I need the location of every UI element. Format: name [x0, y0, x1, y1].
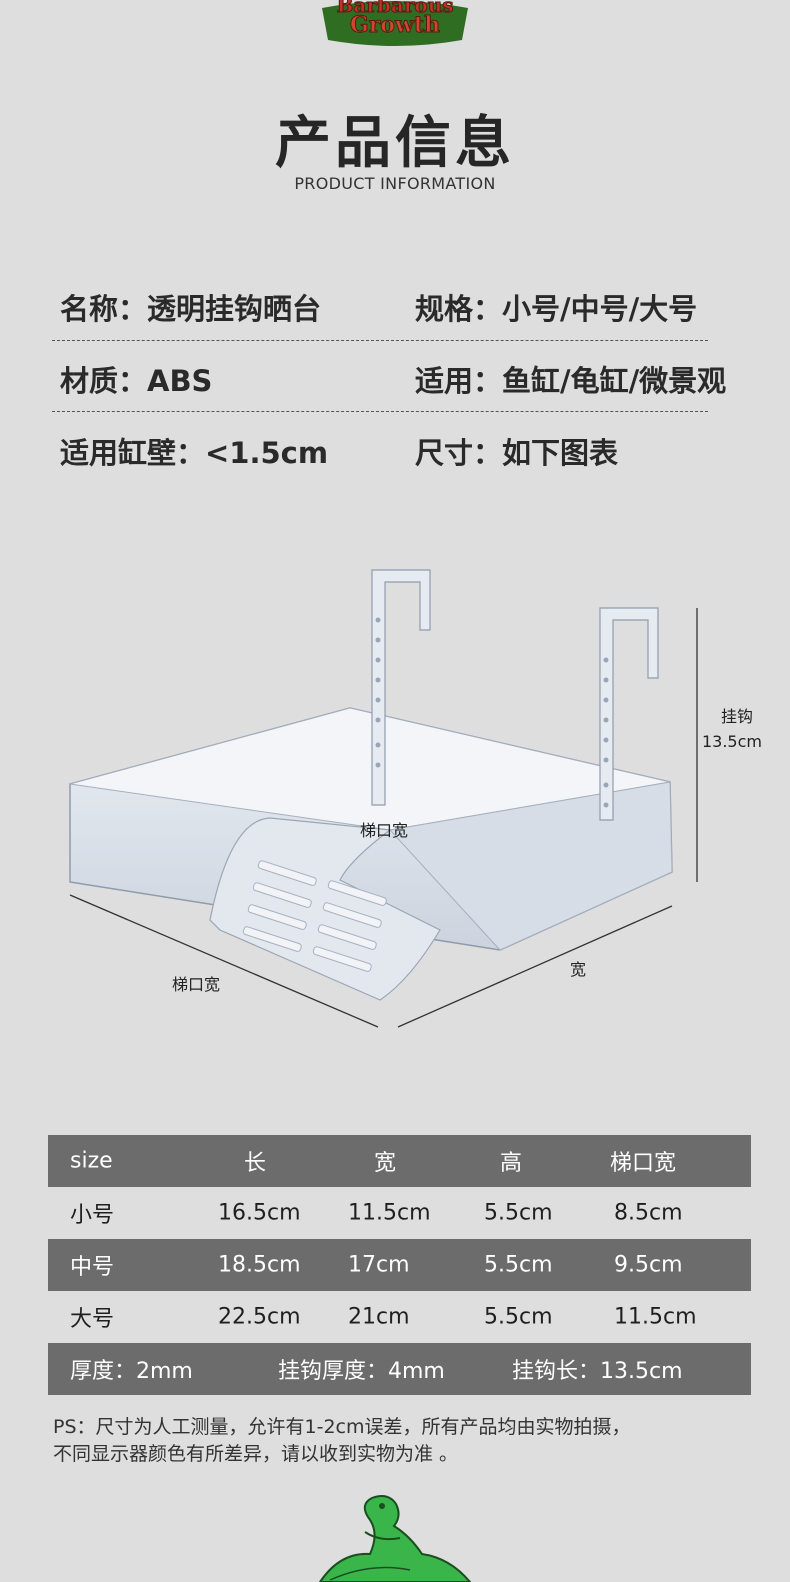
- table-header-cell: 梯口宽: [610, 1151, 677, 1176]
- info-wall: 适用缸壁：<1.5cm: [60, 436, 329, 470]
- brand-line1: Barbarous: [336, 0, 453, 17]
- info-name: 名称：透明挂钩晒台: [60, 292, 322, 326]
- thickness-cell: 厚度：2mm: [70, 1359, 193, 1384]
- note-line-1: PS：尺寸为人工测量，允许有1-2cm误差，所有产品均由实物拍摄，: [53, 1416, 631, 1438]
- table-row: 大号 22.5cm 21cm 5.5cm 11.5cm: [48, 1291, 751, 1343]
- hook-length-cell: 挂钩长：13.5cm: [512, 1359, 683, 1384]
- width-label: 宽: [570, 960, 586, 979]
- table-cell: 21cm: [348, 1304, 410, 1330]
- ladder-width-inner-label: 梯口宽: [360, 821, 408, 840]
- product-diagram: 挂钩 13.5cm 梯口宽 梯口宽 宽: [69, 569, 762, 1028]
- table-cell: 16.5cm: [218, 1200, 301, 1226]
- table-cell: 9.5cm: [614, 1252, 683, 1278]
- info-row-1: 名称：透明挂钩晒台 规格：小号/中号/大号: [60, 286, 760, 326]
- table-cell: 8.5cm: [614, 1200, 683, 1226]
- divider: [52, 340, 708, 341]
- table-header-cell: 长: [244, 1151, 267, 1176]
- brand-logo-top: Barbarous Growth: [312, 0, 478, 46]
- table-cell: 11.5cm: [348, 1200, 431, 1226]
- page-title: 产品信息: [275, 111, 515, 176]
- hook-left: [371, 569, 431, 806]
- table-cell: 17cm: [348, 1252, 410, 1278]
- table-header-cell: 宽: [374, 1151, 397, 1176]
- hook-length-value: 13.5cm: [702, 732, 762, 751]
- table-cell: 小号: [70, 1203, 115, 1228]
- table-cell: 11.5cm: [614, 1304, 697, 1330]
- size-table: size 长 宽 高 梯口宽 小号 16.5cm 11.5cm 5.5cm 8.…: [48, 1135, 751, 1395]
- table-row: 小号 16.5cm 11.5cm 5.5cm 8.5cm: [48, 1187, 751, 1239]
- table-cell: 大号: [70, 1307, 115, 1332]
- table-footer: 厚度：2mm 挂钩厚度：4mm 挂钩长：13.5cm: [48, 1343, 751, 1395]
- dimension-lines: [69, 608, 698, 1028]
- info-spec: 规格：小号/中号/大号: [415, 292, 698, 326]
- info-usage: 适用：鱼缸/龟缸/微景观: [415, 364, 727, 398]
- hook-thickness-cell: 挂钩厚度：4mm: [278, 1359, 445, 1384]
- table-header-cell: 高: [500, 1151, 523, 1176]
- table-header: size 长 宽 高 梯口宽: [48, 1135, 751, 1187]
- table-cell: 18.5cm: [218, 1252, 301, 1278]
- table-cell: 5.5cm: [484, 1304, 553, 1330]
- divider: [52, 411, 708, 412]
- ladder-ramp: [242, 860, 387, 972]
- table-cell: 中号: [70, 1255, 115, 1280]
- table-cell: 22.5cm: [218, 1304, 301, 1330]
- lizard-logo-bottom: [310, 1492, 480, 1582]
- table-cell: 5.5cm: [484, 1200, 553, 1226]
- table-row: 中号 18.5cm 17cm 5.5cm 9.5cm: [48, 1239, 751, 1291]
- disclaimer-note: PS：尺寸为人工测量，允许有1-2cm误差，所有产品均由实物拍摄， 不同显示器颜…: [53, 1414, 763, 1468]
- ladder-width-front-label: 梯口宽: [172, 975, 220, 994]
- note-line-2: 不同显示器颜色有所差异，请以收到实物为准 。: [53, 1443, 459, 1465]
- info-row-2: 材质：ABS 适用：鱼缸/龟缸/微景观: [60, 358, 760, 398]
- hook-length-label: 挂钩: [721, 707, 753, 726]
- table-header-cell: size: [70, 1148, 113, 1174]
- hook-right: [599, 607, 659, 821]
- page-subtitle: PRODUCT INFORMATION: [294, 174, 496, 193]
- table-cell: 5.5cm: [484, 1252, 553, 1278]
- info-material: 材质：ABS: [60, 364, 213, 398]
- platform-tray: [69, 707, 673, 1001]
- info-row-3: 适用缸壁：<1.5cm 尺寸：如下图表: [60, 430, 760, 470]
- brand-line2: Growth: [350, 12, 440, 38]
- info-size: 尺寸：如下图表: [415, 436, 619, 470]
